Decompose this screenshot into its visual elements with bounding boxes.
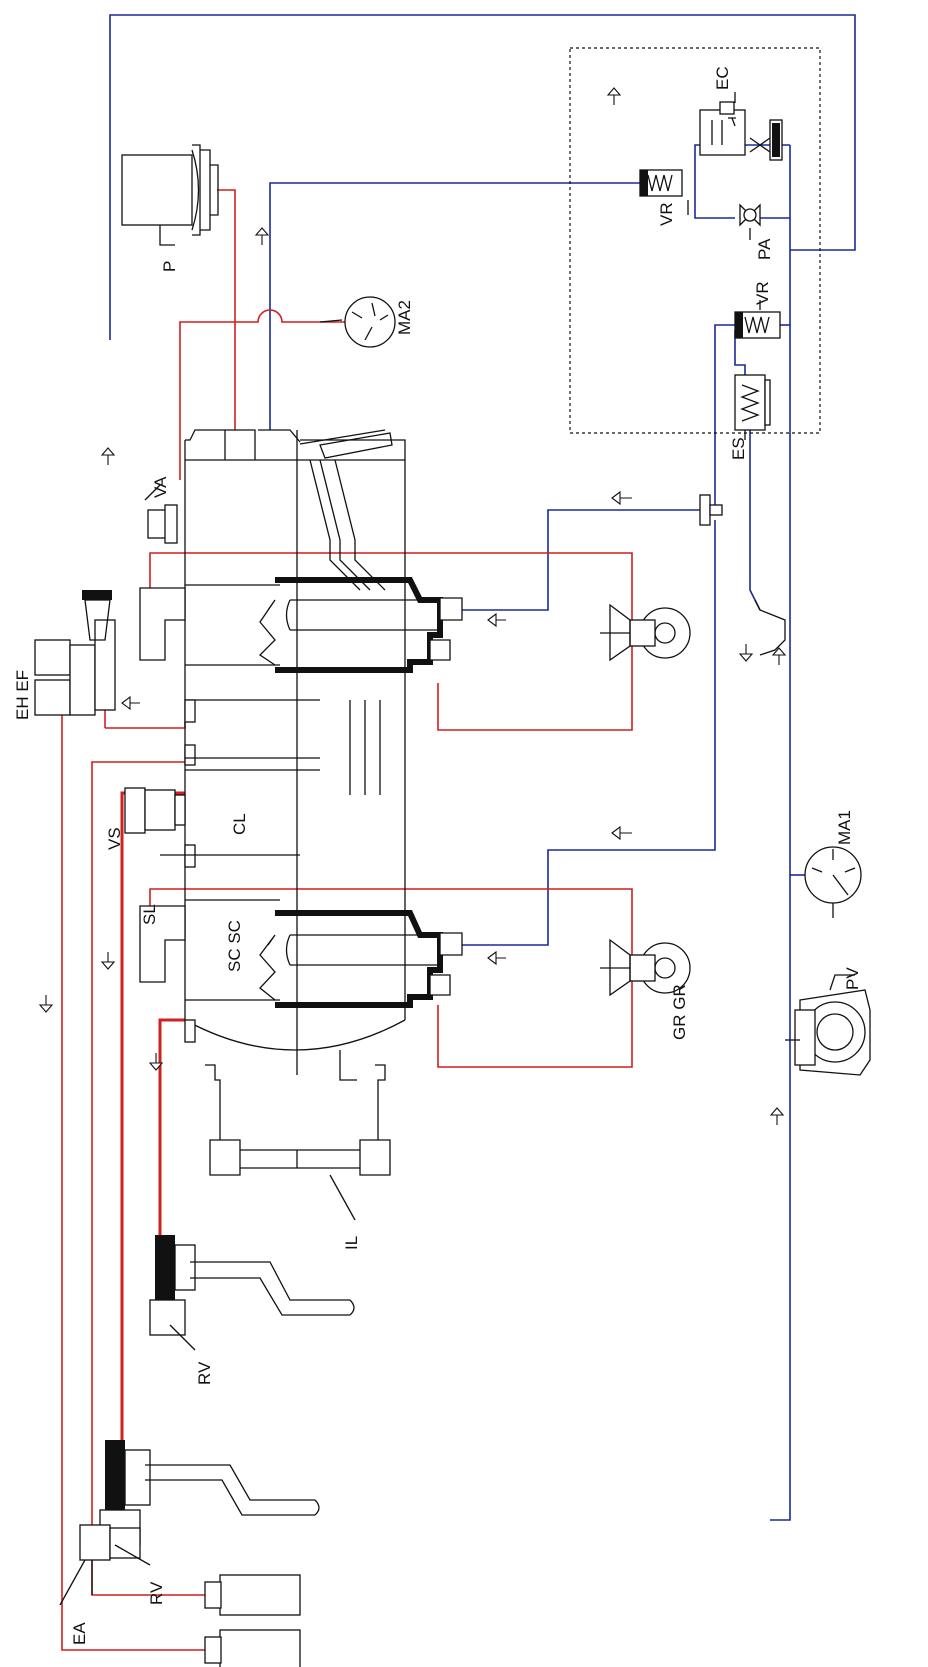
pressure-switch-p <box>121 144 219 246</box>
t-fitting <box>699 494 723 526</box>
flow-arrows <box>38 87 787 1125</box>
check-valve-vr-top <box>639 169 683 197</box>
boiler-legs-il <box>205 1050 391 1221</box>
label-p: P <box>160 261 179 272</box>
manometer-ma1 <box>804 846 862 904</box>
boiler-cl <box>184 429 406 1075</box>
valve-pa <box>739 203 761 227</box>
label-va: VA <box>151 476 170 498</box>
group-gr-lower <box>600 938 691 997</box>
pump-pv <box>785 974 871 1076</box>
label-vr-top: VR <box>657 202 676 226</box>
label-vr-mid: VR <box>753 281 772 305</box>
label-ma2: MA2 <box>395 300 414 335</box>
labels: P MA2 VR EC PA VR ES VA EH EF VS CL SL S… <box>13 66 862 1645</box>
label-pa: PA <box>755 238 774 260</box>
group-gr-upper <box>600 603 691 662</box>
expansion-valve-es <box>734 374 771 431</box>
label-sl: SL <box>140 904 159 925</box>
solenoid-block-eh-ef <box>34 590 116 716</box>
label-gr-gr: GR GR <box>670 984 689 1040</box>
water-inlet-enclosure <box>569 47 821 434</box>
vacuum-valve-va <box>144 484 178 544</box>
label-rv-upper: RV <box>195 1361 214 1385</box>
check-valve-vr-mid <box>734 311 781 339</box>
label-ea: EA <box>70 1622 89 1645</box>
label-il: IL <box>342 1236 361 1250</box>
label-ec: EC <box>713 66 732 90</box>
label-pv: PV <box>843 967 862 990</box>
label-sc-sc: SC SC <box>225 920 244 972</box>
upper-group-head <box>139 577 463 673</box>
label-es: ES <box>729 437 748 460</box>
label-rv-lower: RV <box>147 1581 166 1605</box>
water-lines <box>109 14 856 1521</box>
leader-lines <box>114 92 834 1566</box>
safety-valve-vs <box>124 787 186 834</box>
drain-cup <box>754 599 786 656</box>
manometer-ma2 <box>344 296 396 348</box>
label-ma1: MA1 <box>835 810 854 845</box>
boiler-fittings <box>184 699 320 1043</box>
rv-valve-upper <box>149 1235 355 1336</box>
lower-group-head <box>139 899 463 1008</box>
restrictor-filter <box>749 119 783 161</box>
drain-cylinder-lower <box>204 1629 301 1667</box>
label-vs: VS <box>105 827 124 850</box>
solenoid-ec <box>699 101 746 156</box>
label-cl: CL <box>230 813 249 835</box>
drain-cylinder-upper <box>204 1574 301 1616</box>
ea-valve <box>59 1524 141 1606</box>
label-eh-ef: EH EF <box>13 670 32 720</box>
